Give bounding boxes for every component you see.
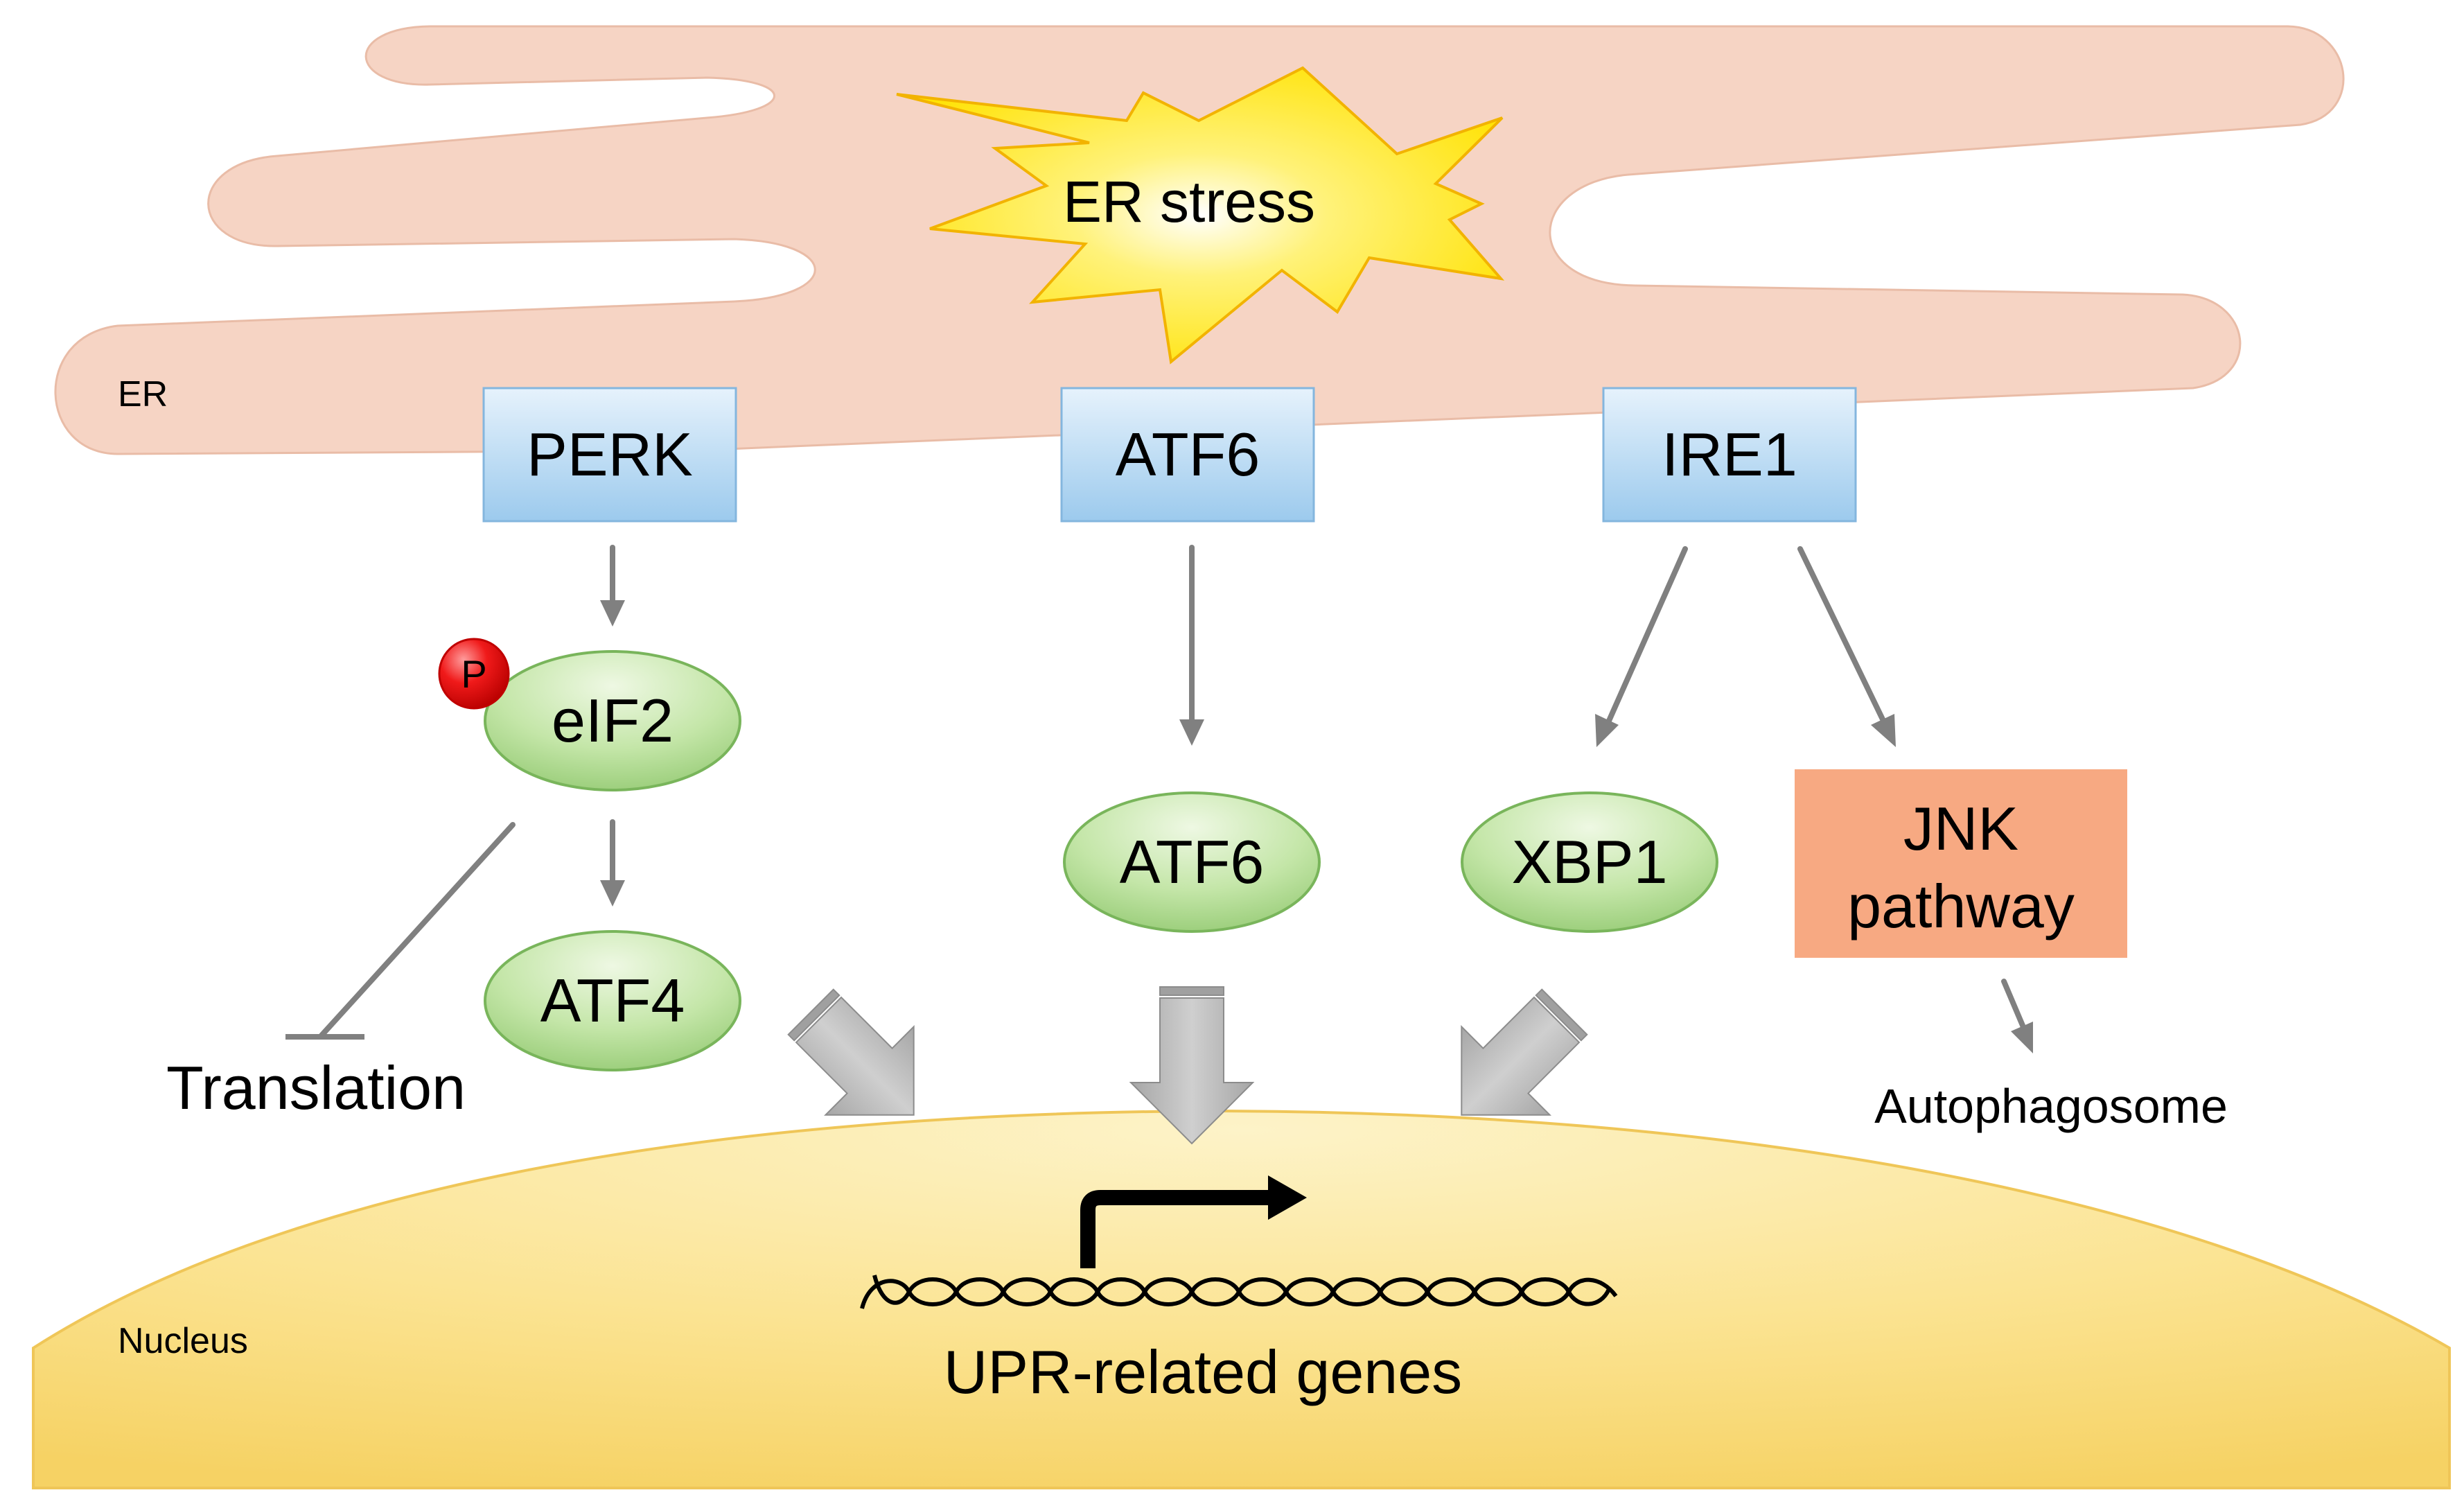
- phospho-badge: P: [438, 638, 510, 710]
- arrowhead-perk-eif2: [600, 600, 625, 627]
- arrowhead-atf6-atf6: [1179, 719, 1204, 746]
- upr-genes-label: UPR-related genes: [944, 1338, 1462, 1406]
- sensor-perk-box: [482, 387, 737, 523]
- jnk-line2: pathway: [1847, 872, 2075, 940]
- tss-arrow-line: [1080, 1190, 1274, 1268]
- inhibition-eif2-translation: [319, 822, 516, 1038]
- effector-atf4: ATF4: [484, 930, 741, 1071]
- arrow-ire1-jnk: [1797, 546, 1886, 724]
- effector-atf6-shape: [1063, 791, 1321, 933]
- phospho-label: P: [461, 652, 486, 696]
- block-arrow-right-cap: [1535, 988, 1588, 1042]
- sensor-ire1-box: [1602, 387, 1857, 523]
- sensor-atf6-label: ATF6: [1116, 420, 1260, 489]
- tss-arrow-head: [1268, 1175, 1307, 1220]
- block-arrow-center: [1129, 986, 1255, 1145]
- transcription-start-arrow: [1080, 1175, 1307, 1268]
- block-arrow-right: [1461, 988, 1588, 1116]
- effector-atf6-label: ATF6: [1120, 828, 1265, 896]
- block-arrow-center-body: [1129, 997, 1255, 1145]
- arrow-jnk-autophagosome: [2001, 979, 2026, 1030]
- signal-arrows: [285, 545, 2033, 1053]
- sensor-ire1-label: IRE1: [1662, 420, 1797, 489]
- block-arrow-left-body: [795, 996, 915, 1116]
- arrowhead-jnk-autophagosome: [2011, 1022, 2033, 1053]
- block-arrows: [787, 986, 1588, 1145]
- effector-xbp1: XBP1: [1461, 791, 1718, 933]
- arrowhead-eif2-atf4: [600, 880, 625, 907]
- er-stress-label: ER stress: [1063, 169, 1315, 234]
- phospho-circle: [438, 638, 510, 710]
- block-arrow-left: [787, 988, 915, 1116]
- effector-atf4-label: ATF4: [540, 966, 685, 1035]
- nucleus-label: Nucleus: [118, 1321, 248, 1361]
- block-arrow-center-cap: [1159, 986, 1224, 996]
- effector-atf6: ATF6: [1063, 791, 1321, 933]
- sensor-perk: PERK: [482, 387, 737, 523]
- autophagosome-label: Autophagosome: [1874, 1079, 2228, 1133]
- effector-eif2-label: eIF2: [552, 686, 674, 755]
- jnk-line1: JNK: [1903, 794, 2018, 863]
- block-arrow-right-body: [1461, 996, 1581, 1116]
- sensor-ire1: IRE1: [1602, 387, 1857, 523]
- effector-atf4-shape: [484, 930, 741, 1071]
- effector-xbp1-label: XBP1: [1511, 828, 1667, 896]
- dna-helix: [860, 1275, 1618, 1309]
- sensor-perk-label: PERK: [527, 420, 693, 489]
- er-stress-starburst: [896, 66, 1505, 365]
- arrowhead-ire1-xbp1: [1595, 714, 1619, 747]
- sensor-atf6-box: [1060, 387, 1315, 523]
- translation-label: Translation: [166, 1053, 466, 1122]
- arrow-ire1-xbp1: [1606, 546, 1688, 724]
- dna-strand-2: [872, 1275, 1618, 1306]
- block-arrow-left-cap: [787, 988, 841, 1042]
- arrowhead-ire1-jnk: [1871, 714, 1896, 747]
- effector-eif2: eIF2: [484, 650, 741, 791]
- jnk-pathway-box: [1795, 769, 2127, 958]
- nucleus: [32, 1109, 2451, 1489]
- er-label: ER: [118, 374, 168, 414]
- jnk-pathway: JNK pathway: [1795, 769, 2127, 958]
- effector-eif2-shape: [484, 650, 741, 791]
- effector-xbp1-shape: [1461, 791, 1718, 933]
- sensor-atf6: ATF6: [1060, 387, 1315, 523]
